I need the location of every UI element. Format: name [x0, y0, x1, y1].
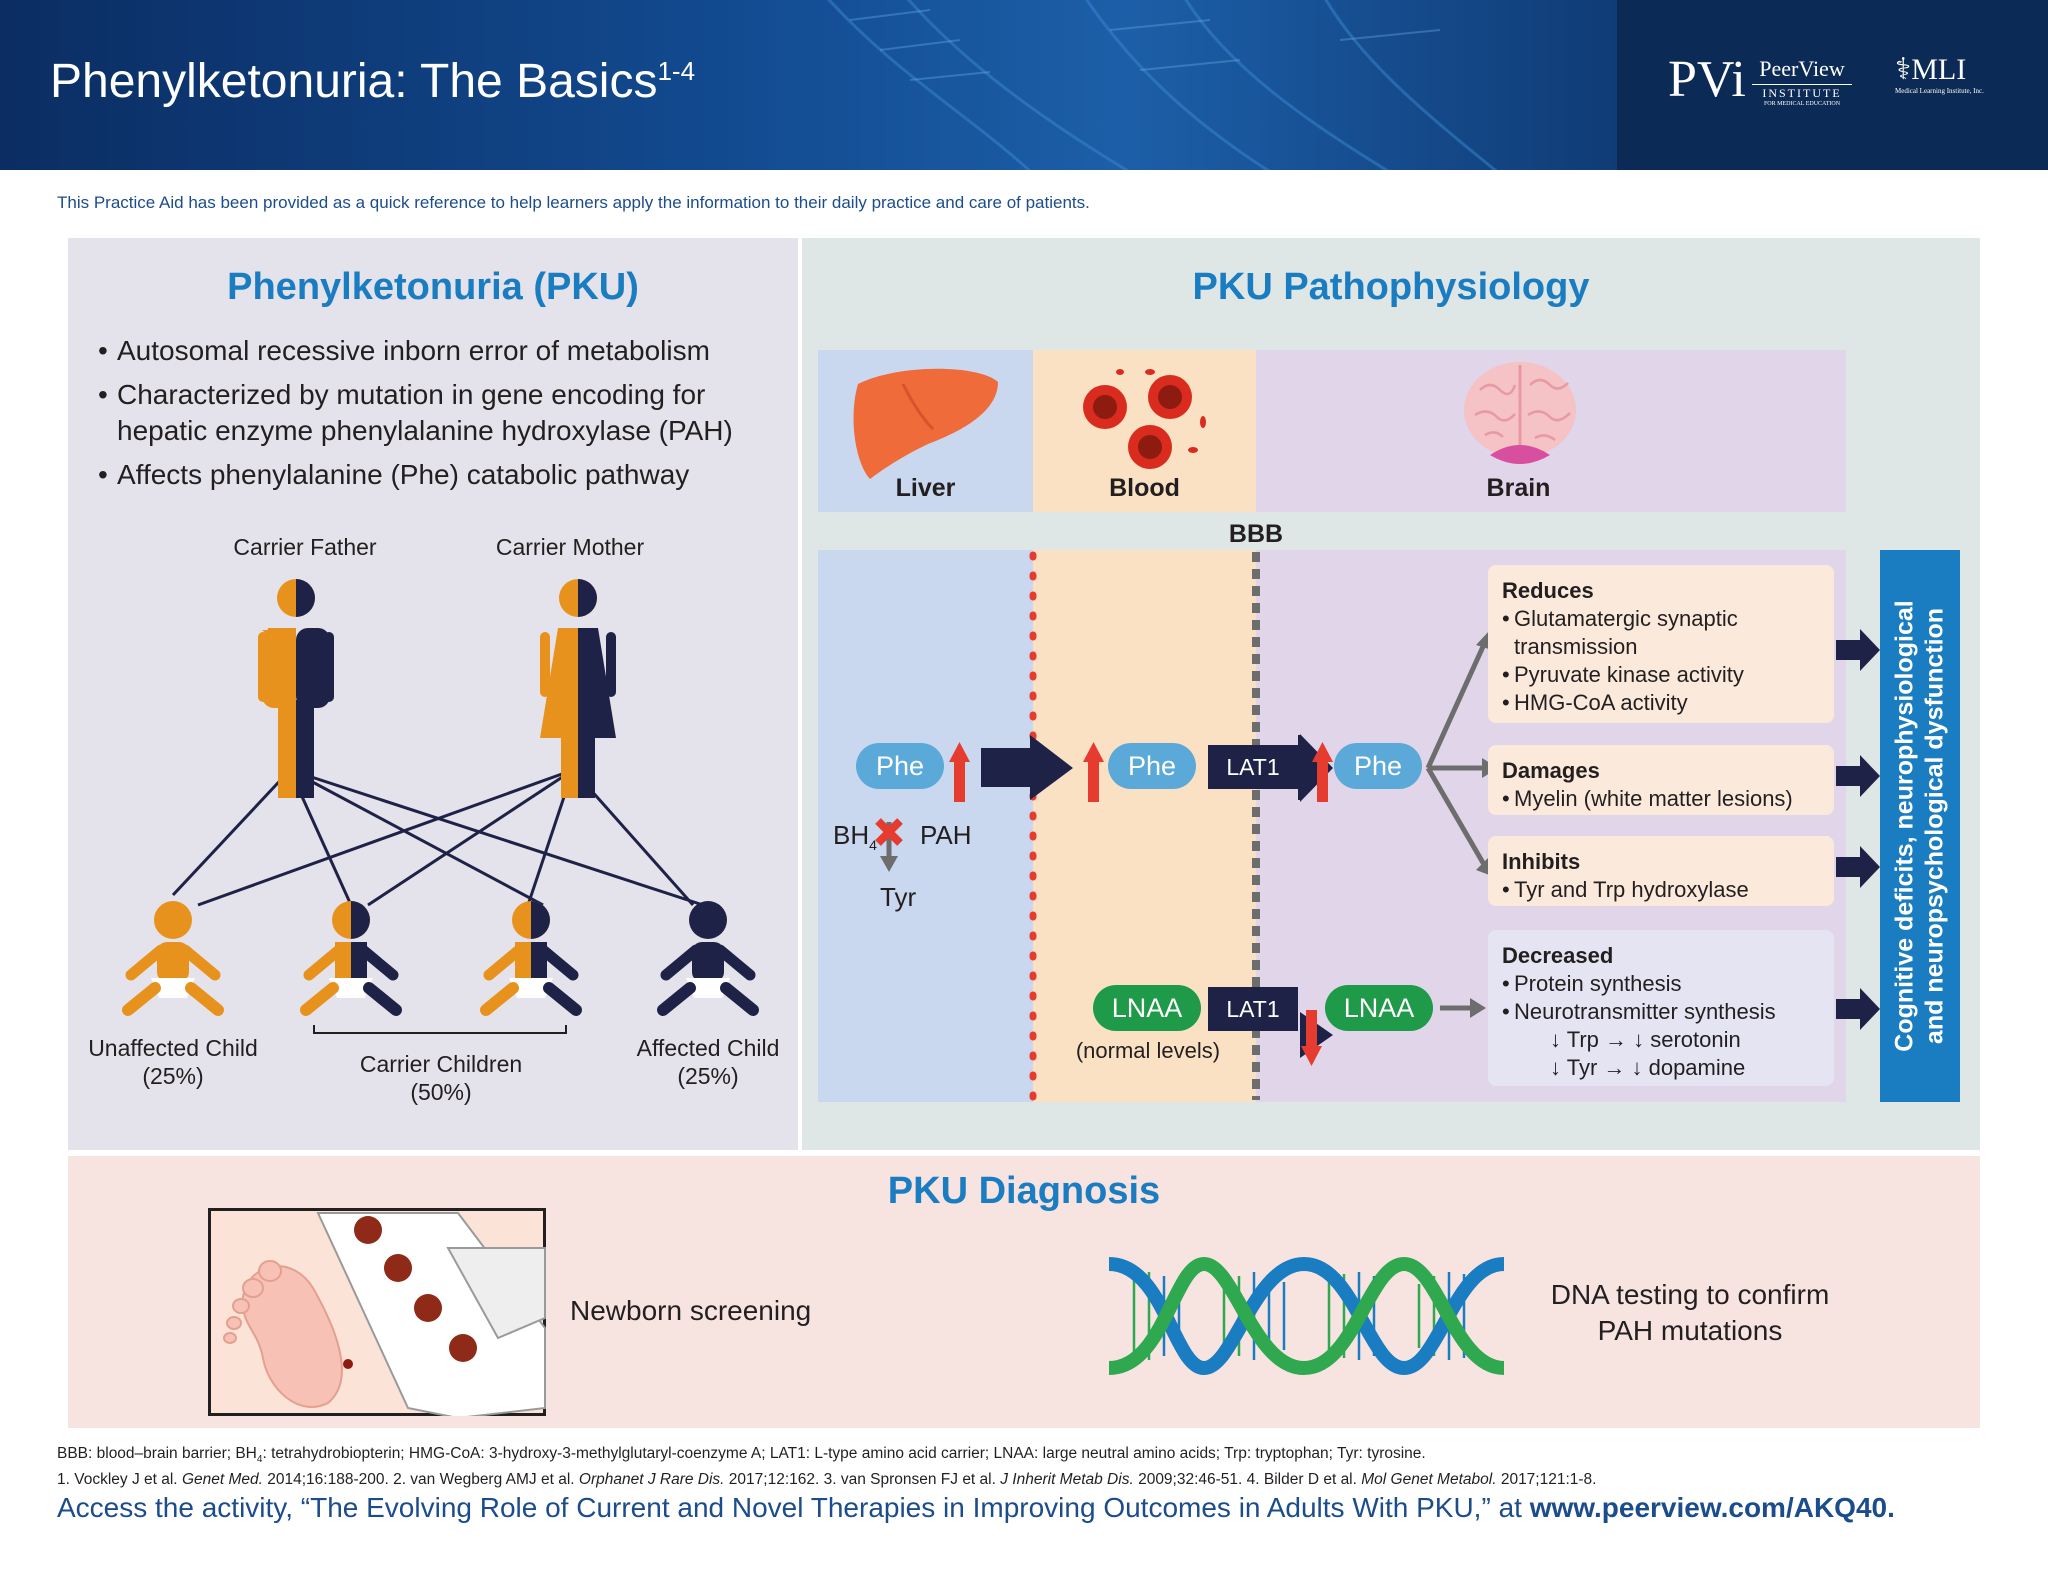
phe-increase-arrow-icon: [1083, 742, 1104, 802]
pathway-graphics: [875, 551, 1880, 1102]
carrier-children-label: Carrier Children(50%): [359, 1051, 523, 1105]
pah-blocked-x-icon: [875, 818, 903, 872]
carrier-child-icon: [300, 901, 402, 1016]
header-logo-area: [1617, 0, 2048, 170]
diagnosis-title: PKU Diagnosis: [887, 1170, 1161, 1212]
brain-label: Brain: [1486, 474, 1551, 502]
activity-link[interactable]: Access the activity, “The Evolving Role …: [57, 1492, 1895, 1523]
dna-helix-icon: [1108, 1256, 1505, 1376]
unaffected-child-icon: [122, 901, 224, 1016]
reduces-box: Reduces Glutamatergic synaptic transmiss…: [1488, 565, 1834, 723]
normal-levels-label: (normal levels): [1075, 1038, 1221, 1063]
peerview-logo-text: PeerView INSTITUTE FOR MEDICAL EDUCATION: [1752, 56, 1852, 107]
outcome-arrows: [1836, 629, 1880, 1030]
pah-label: PAH: [920, 820, 972, 850]
footer-references: BBB: blood–brain barrier; BH4: tetrahydr…: [57, 1444, 1597, 1490]
abbreviations: BBB: blood–brain barrier; BH4: tetrahydr…: [57, 1445, 1426, 1466]
father-figure-icon: [258, 579, 334, 798]
lat1-phe-label: LAT1: [1208, 745, 1298, 789]
inheritance-diagram: [122, 579, 759, 1034]
page-title: Phenylketonuria: The Basics1-4: [50, 55, 696, 108]
inheritance-lines: [171, 768, 704, 907]
carrier-mother-label: Carrier Mother: [495, 534, 645, 560]
phe-increase-arrow-icon: [1312, 742, 1333, 802]
unaffected-child-label: Unaffected Child(25%): [88, 1035, 258, 1089]
lnaa-brain-pill: LNAA: [1325, 985, 1433, 1031]
phe-increase-arrow-icon: [949, 742, 970, 802]
decreased-box: Decreased Protein synthesis Neurotransmi…: [1488, 930, 1834, 1086]
pathophysiology-title: PKU Pathophysiology: [1192, 266, 1590, 308]
liver-flow-zone: [818, 550, 1033, 1102]
damages-box: Damages Myelin (white matter lesions): [1488, 745, 1834, 815]
carrier-father-label: Carrier Father: [233, 534, 377, 560]
lnaa-blood-pill: LNAA: [1093, 985, 1201, 1031]
lat1-lnaa-label: LAT1: [1208, 987, 1298, 1031]
carrier-bracket: [313, 1025, 567, 1034]
pku-bullet: Affects phenylalanine (Phe) catabolic pa…: [98, 457, 788, 493]
inhibits-box: Inhibits Tyr and Trp hydroxylase: [1488, 836, 1834, 906]
mli-logo-icon: ⚕MLI Medical Learning Institute, Inc.: [1895, 53, 1984, 95]
dna-helix-background-icon: [827, 0, 1498, 170]
outcome-bar: [1880, 550, 1960, 1102]
references: 1. Vockley J et al. Genet Med. 2014;16:1…: [57, 1471, 1597, 1489]
affected-child-label: Affected Child(25%): [636, 1035, 780, 1089]
pku-section-title: Phenylketonuria (PKU): [227, 266, 639, 308]
pku-bullet: Characterized by mutation in gene encodi…: [98, 377, 788, 449]
lat1-arrow-icon: [1300, 734, 1333, 802]
liver-to-blood-arrow-icon: [981, 735, 1073, 800]
pku-bullet: Autosomal recessive inborn error of meta…: [98, 333, 788, 369]
newborn-screening-label: Newborn screening: [570, 1295, 812, 1326]
branch-arrows: [1425, 638, 1489, 870]
intro-text: This Practice Aid has been provided as a…: [57, 193, 1090, 212]
lnaa-to-decreased-arrow-icon: [1440, 998, 1486, 1018]
carrier-child-icon: [480, 901, 582, 1016]
blood-label: Blood: [1109, 474, 1180, 502]
phe-blood-pill: Phe: [1108, 743, 1196, 789]
lnaa-decrease-arrow-icon: [1301, 1010, 1322, 1066]
phe-liver-pill: Phe: [856, 743, 944, 789]
newborn-heel-prick-icon: [208, 1208, 546, 1416]
mother-figure-icon: [540, 579, 616, 798]
blood-cells-icon: [1083, 369, 1206, 469]
peerview-logo-icon: PVi: [1668, 51, 1746, 108]
liver-icon: [853, 368, 998, 479]
bbb-label: BBB: [1228, 520, 1284, 548]
liver-label: Liver: [895, 474, 956, 502]
pku-bullet-list: Autosomal recessive inborn error of meta…: [98, 333, 788, 501]
bh4-label: BH4: [833, 820, 877, 854]
tyr-label: Tyr: [880, 882, 917, 912]
phe-brain-pill: Phe: [1334, 743, 1422, 789]
affected-child-icon: [657, 901, 759, 1016]
brain-icon: [1464, 362, 1576, 464]
